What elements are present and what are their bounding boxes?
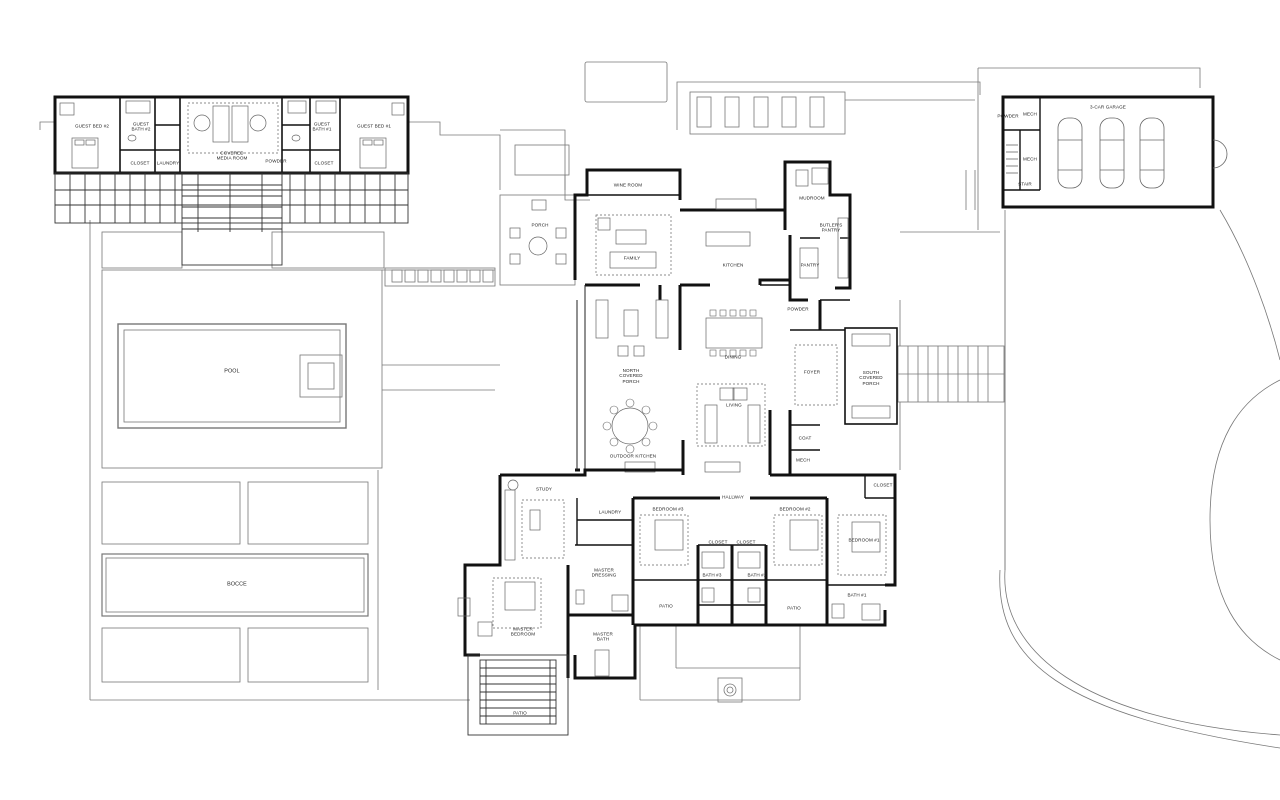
room-label-south-covered-porch: SOUTH COVERED PORCH [859,369,883,386]
room-label-laundry: LAUNDRY [156,160,180,166]
room-label-hallway: HALLWAY [722,494,744,500]
room-label-stair: STAIR [1018,181,1032,187]
room-label-covered-media-room: COVERED MEDIA ROOM [216,150,248,161]
room-label-bath-3: BATH #3 [702,572,722,578]
room-label-bath-2: BATH #2 [747,572,767,578]
room-label-guest-bath-1: GUEST BATH #1 [312,121,332,132]
room-label-bedroom-2: BEDROOM #2 [779,506,811,512]
site-lines [39,61,1280,749]
room-label-patio: PATIO [659,603,673,609]
room-label-patio: PATIO [787,605,801,611]
room-label-study: STUDY [535,486,553,492]
room-label-porch: PORCH [531,222,549,228]
room-label-closet: CLOSET [708,539,728,545]
room-label-mech: MECH [1023,111,1037,117]
room-label-powder: POWDER [787,306,809,312]
room-label-closet: CLOSET [314,160,334,166]
room-label-closet: CLOSET [130,160,150,166]
room-label-family: FAMILY [623,255,641,261]
room-label-bocce: BOCCE [227,581,247,588]
room-label-closet: CLOSET [736,539,756,545]
room-label-laundry: LAUNDRY [598,509,622,515]
main-house [457,95,1228,736]
room-label-bedroom-1: BEDROOM #1 [848,537,880,543]
room-label-powder: POWDER [997,113,1019,119]
room-label-pool: POOL [224,368,240,375]
room-label-master-dressing: MASTER DRESSING [591,567,617,578]
room-label-powder: POWDER [265,158,287,164]
room-label-3-car-garage: 3-CAR GARAGE [1090,104,1126,110]
room-label-foyer: FOYER [803,369,821,375]
room-label-bedroom-3: BEDROOM #3 [652,506,684,512]
room-label-guest-bed-1: GUEST BED #1 [356,123,392,129]
room-label-patio: PATIO [513,710,527,716]
room-label-dining: DINING [724,354,742,360]
guest-house [53,95,410,266]
room-label-butlers-pantry: BUTLER'S PANTRY [819,222,843,233]
room-label-guest-bath-2: GUEST BATH #2 [131,121,151,132]
room-label-mudroom: MUDROOM [799,195,825,201]
room-label-coat: COAT [798,435,812,441]
room-label-mech: MECH [1023,156,1037,162]
room-label-kitchen: KITCHEN [722,262,744,268]
room-label-master-bedroom: MASTER BEDROOM [510,626,536,637]
room-label-living: LIVING [726,402,742,408]
room-label-north-covered-porch: NORTH COVERED PORCH [619,367,643,384]
room-label-closet: CLOSET [873,482,893,488]
room-label-mech: MECH [796,457,810,463]
room-label-pantry: PANTRY [800,262,820,268]
room-label-bath-1: BATH #1 [847,592,867,598]
room-label-wine-room: WINE ROOM [613,182,643,188]
room-label-guest-bed-2: GUEST BED #2 [74,123,110,129]
room-label-master-bath: MASTER BATH [593,631,613,642]
room-label-outdoor-kitchen: OUTDOOR KITCHEN [609,453,657,459]
